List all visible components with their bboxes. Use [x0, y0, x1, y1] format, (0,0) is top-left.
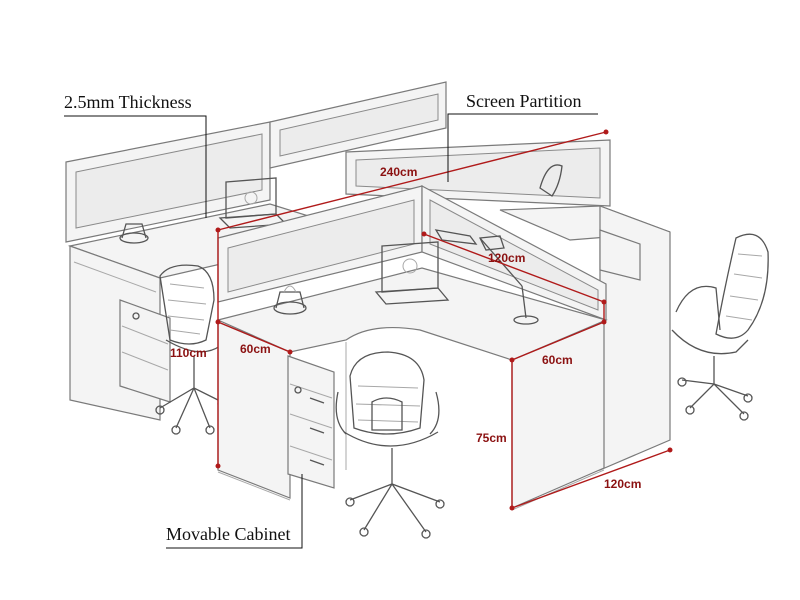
callout-cabinet: Movable Cabinet [166, 474, 303, 549]
callout-thickness-label: 2.5mm Thickness [64, 92, 192, 112]
dim-line-60-right [511, 321, 605, 361]
back-right-chair-icon [671, 233, 769, 421]
dimension-lines [215, 129, 673, 511]
dim-line-60-left [217, 321, 291, 353]
callout-partition-leader [447, 113, 598, 182]
callout-partition-label: Screen Partition [466, 91, 581, 111]
front-workstation [216, 185, 608, 539]
callout-cabinet-leader [166, 474, 303, 549]
dim-label-120-top: 120cm [488, 251, 525, 265]
front-chair-icon [335, 351, 445, 539]
dim-label-75: 75cm [476, 431, 507, 445]
callout-cabinet-label: Movable Cabinet [166, 524, 290, 544]
movable-cabinet [287, 355, 335, 489]
back-left-screen-glass [75, 133, 263, 229]
back-left-workstation [65, 121, 363, 435]
back-right-workstation [269, 81, 769, 471]
desk-lamp-icon [434, 229, 539, 325]
front-pot-icon [273, 285, 307, 315]
lock-icon [294, 386, 302, 394]
pot-icon [119, 232, 149, 244]
dim-line-120-top [423, 233, 605, 303]
dim-line-120-bottom [511, 449, 671, 509]
back-left-pedestal [119, 299, 171, 403]
dim-label-60-right: 60cm [542, 353, 573, 367]
small-chair-icon [539, 164, 563, 197]
dim-label-120-bottom: 120cm [604, 477, 641, 491]
dim-label-110: 110cm [170, 346, 207, 360]
callout-partition: Screen Partition [447, 91, 598, 182]
dim-line-240 [217, 131, 607, 231]
back-left-chair-icon [155, 264, 227, 435]
callout-thickness-leader [64, 115, 207, 218]
dim-label-60-left: 60cm [240, 342, 271, 356]
dim-label-240: 240cm [380, 165, 417, 179]
callout-thickness: 2.5mm Thickness [64, 92, 207, 218]
